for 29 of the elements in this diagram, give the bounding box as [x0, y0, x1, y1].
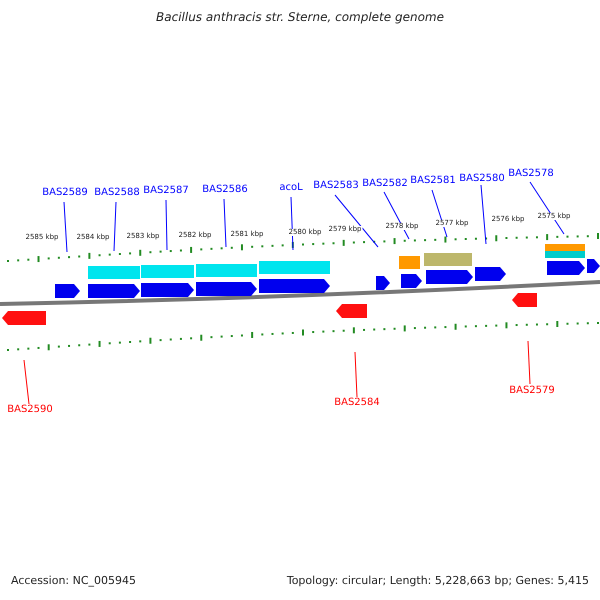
leader-line [480, 184, 486, 244]
gene-label: BAS2581 [410, 176, 456, 186]
gene-label: BAS2587 [143, 186, 189, 196]
gene-label: BAS2578 [508, 169, 554, 179]
leader-line [334, 194, 378, 248]
gene-label: BAS2579 [509, 386, 555, 396]
gene-label: BAS2584 [334, 398, 380, 408]
leader-line [384, 192, 410, 240]
gene-label: acoL [279, 183, 303, 193]
gene-label: BAS2582 [362, 179, 408, 189]
title: Bacillus anthracis str. Sterne, complete genome [156, 11, 444, 23]
footer-text: Topology: circular; Length: 5,228,663 bp; Genes: 5,415 [286, 575, 590, 586]
gene-label: BAS2589 [42, 188, 88, 198]
leader-line [290, 196, 294, 250]
leader-line [166, 200, 168, 250]
gene-label: BAS2583 [313, 181, 359, 191]
gene-label: BAS2588 [94, 188, 140, 198]
leader-line [530, 182, 564, 234]
leader-line [24, 360, 30, 404]
leader-line [354, 352, 358, 398]
leader-line [64, 202, 68, 252]
leader-line [432, 190, 448, 238]
gene-label: BAS2586 [202, 185, 248, 195]
leader-line [224, 198, 226, 248]
footer-text: Accession: NC_005945 [10, 575, 138, 586]
leader-line [528, 340, 530, 384]
leader-line [114, 202, 116, 252]
gene-label: BAS2580 [459, 174, 505, 184]
gene-label: BAS2590 [7, 405, 53, 415]
